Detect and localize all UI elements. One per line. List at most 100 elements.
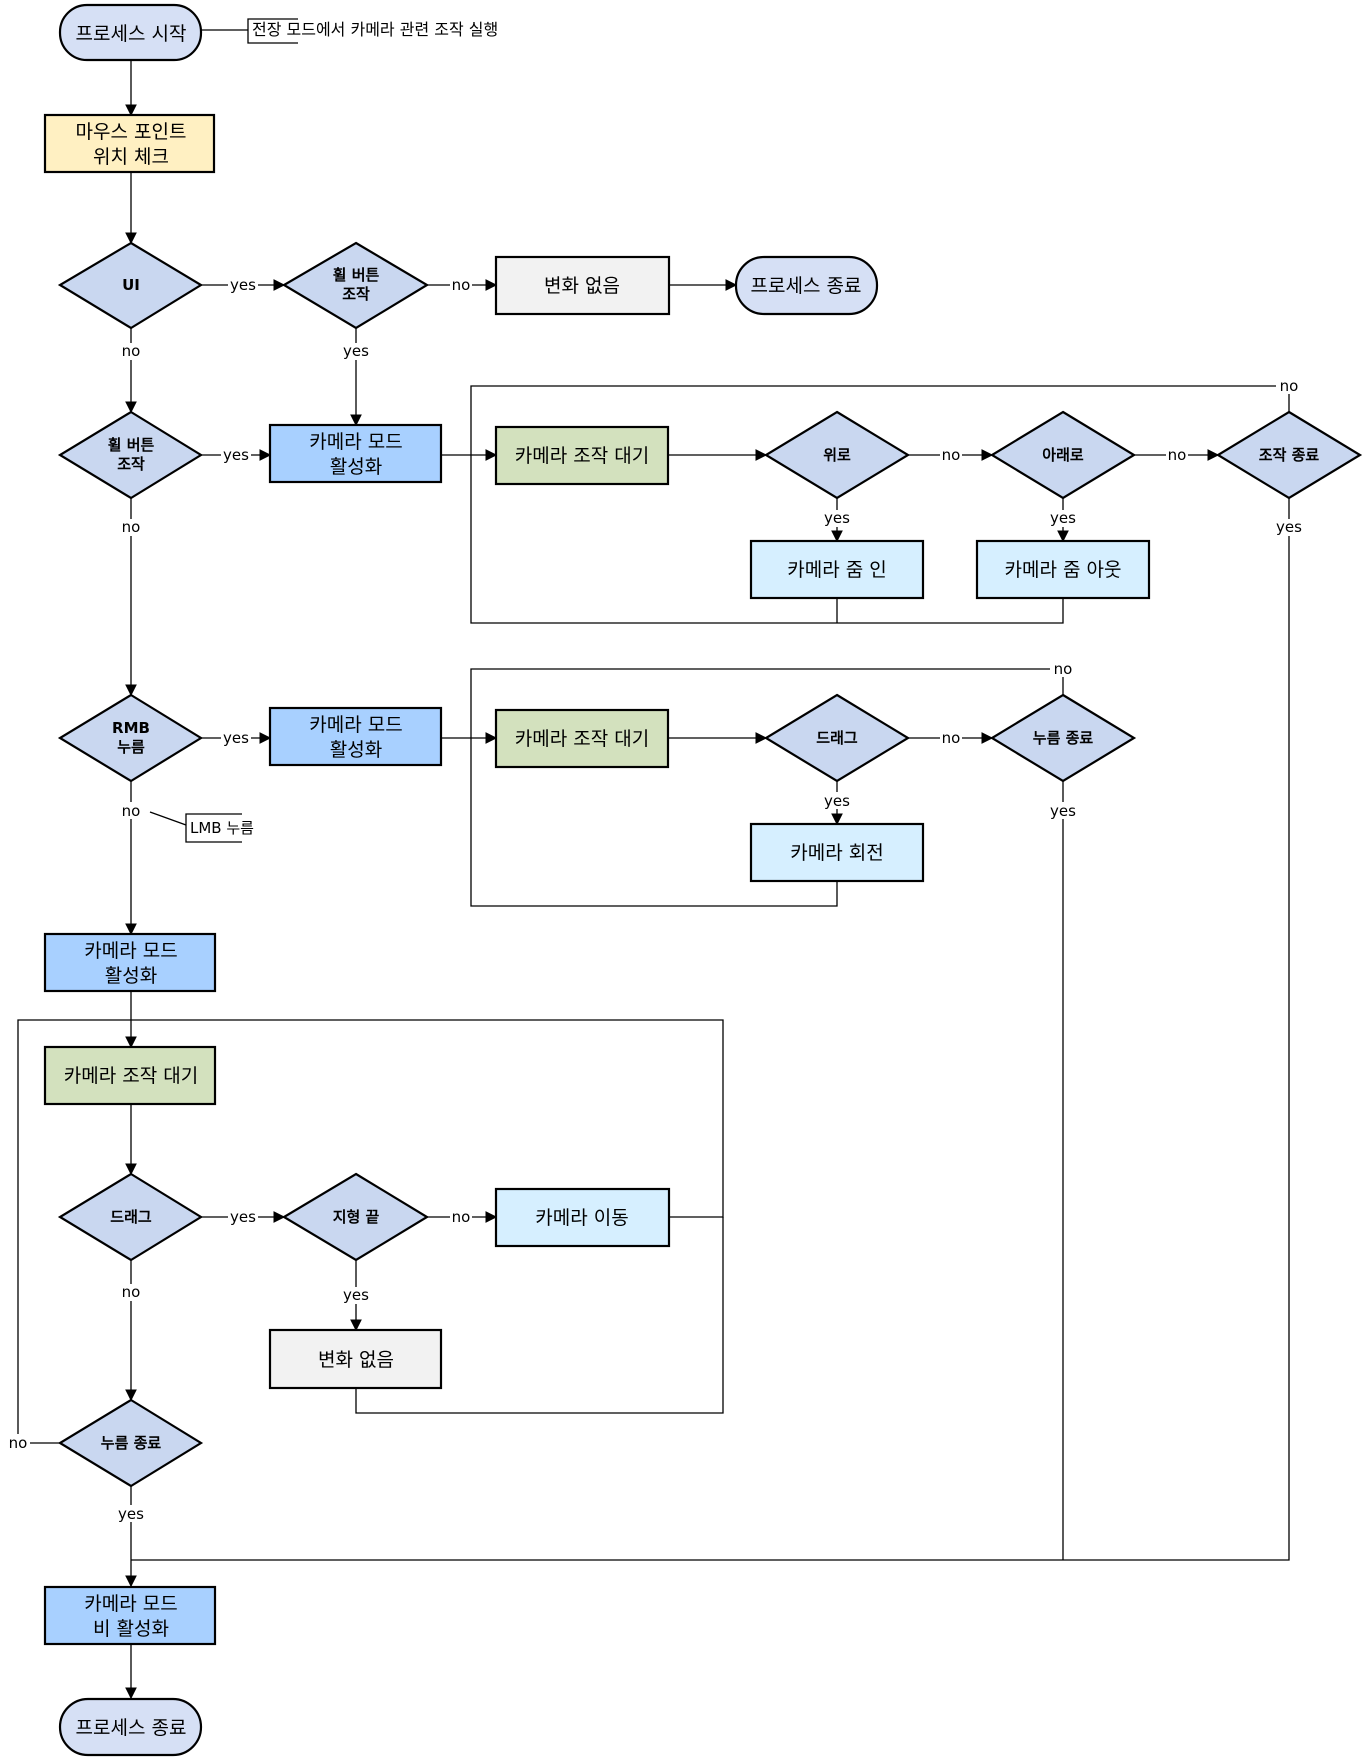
decision-drag-2: 드래그 xyxy=(57,1172,204,1262)
label-up-yes: yes xyxy=(824,509,850,527)
lmb-note-connector xyxy=(149,811,187,826)
label-wheelui-yes: yes xyxy=(343,342,369,360)
label-wheel-yes: yes xyxy=(223,446,249,464)
camera-mode-box-2: 카메라 모드 활성화 xyxy=(268,706,443,767)
no-change-box-2: 변화 없음 xyxy=(268,1328,443,1390)
zoom-in-label: 카메라 줌 인 xyxy=(787,559,886,581)
decision-rmb-line1: RMB xyxy=(112,719,150,737)
label-wheel-no: no xyxy=(122,518,141,536)
decision-terrain-label: 지형 끝 xyxy=(333,1208,380,1226)
mouse-check-line2: 위치 체크 xyxy=(93,146,169,168)
decision-ui: UI xyxy=(57,241,204,330)
end-terminal-2: 프로세스 종료 xyxy=(58,1697,203,1757)
label-drag2-yes: yes xyxy=(230,1208,256,1226)
decision-up-label: 위로 xyxy=(823,446,851,464)
label-down-no: no xyxy=(1168,446,1187,464)
camera-mode-1-line2: 활성화 xyxy=(330,456,382,478)
camera-mode-3-line1: 카메라 모드 xyxy=(84,940,177,962)
wait-box-2: 카메라 조작 대기 xyxy=(494,708,670,769)
mouse-check-box: 마우스 포인트 위치 체크 xyxy=(43,113,216,174)
decision-rmb: RMB 누름 xyxy=(57,693,204,783)
lmb-note-bracket xyxy=(185,813,242,843)
no-change-2-label: 변화 없음 xyxy=(318,1349,394,1371)
wait-2-label: 카메라 조작 대기 xyxy=(515,728,649,750)
decision-drag-1: 드래그 xyxy=(763,693,911,783)
camera-mode-off-line1: 카메라 모드 xyxy=(84,1593,177,1615)
label-pressend1-yes: yes xyxy=(1050,802,1076,820)
camera-move-box: 카메라 이동 xyxy=(494,1187,671,1248)
label-pressend1-no: no xyxy=(1054,660,1073,678)
zoom-out-box: 카메라 줌 아웃 xyxy=(975,539,1151,600)
wait-box-3: 카메라 조작 대기 xyxy=(43,1045,217,1106)
label-drag1-yes: yes xyxy=(824,792,850,810)
camera-mode-2-line2: 활성화 xyxy=(330,739,382,761)
label-opend-yes: yes xyxy=(1276,518,1302,536)
decision-drag-2-label: 드래그 xyxy=(110,1208,152,1226)
label-drag2-no: no xyxy=(122,1283,141,1301)
label-rmb-yes: yes xyxy=(223,729,249,747)
decision-press-end-1-label: 누름 종료 xyxy=(1033,729,1094,747)
decision-op-end-label: 조작 종료 xyxy=(1259,446,1320,464)
decision-press-end-1: 누름 종료 xyxy=(989,693,1137,783)
decision-wheel-ui: 휠 버튼 조작 xyxy=(281,241,430,330)
label-rmb-no: no xyxy=(122,802,141,820)
edge-opend-yes xyxy=(131,498,1290,1561)
camera-mode-1-line1: 카메라 모드 xyxy=(309,431,402,453)
label-ui-no: no xyxy=(122,342,141,360)
lmb-note: LMB 누름 xyxy=(190,819,254,837)
mouse-check-line1: 마우스 포인트 xyxy=(76,121,187,143)
no-change-1-label: 변화 없음 xyxy=(544,275,620,297)
label-ui-yes: yes xyxy=(230,276,256,294)
wait-3-label: 카메라 조작 대기 xyxy=(64,1065,198,1087)
decision-wheel-ui-line2: 조작 xyxy=(342,285,370,303)
decision-down-label: 아래로 xyxy=(1042,446,1084,464)
decision-wheel-line1: 휠 버튼 xyxy=(108,436,155,454)
camera-mode-off-line2: 비 활성화 xyxy=(93,1618,169,1640)
camera-mode-3-line2: 활성화 xyxy=(105,965,157,987)
decision-op-end: 조작 종료 xyxy=(1215,410,1363,500)
edge-cammove-loop xyxy=(131,1019,724,1218)
decision-drag-1-label: 드래그 xyxy=(816,729,858,747)
camera-rotate-label: 카메라 회전 xyxy=(790,842,883,864)
decision-wheel-line2: 조작 xyxy=(117,455,145,473)
start-label: 프로세스 시작 xyxy=(76,23,187,45)
end-1-label: 프로세스 종료 xyxy=(751,275,862,297)
camera-rotate-box: 카메라 회전 xyxy=(749,822,925,883)
camera-move-label: 카메라 이동 xyxy=(535,1207,628,1229)
camera-mode-box-3: 카메라 모드 활성화 xyxy=(43,932,217,993)
label-terrain-yes: yes xyxy=(343,1286,369,1304)
start-terminal: 프로세스 시작 xyxy=(58,3,203,62)
decision-press-end-2-label: 누름 종료 xyxy=(101,1434,162,1452)
camera-mode-2-line1: 카메라 모드 xyxy=(309,714,402,736)
wait-box-1: 카메라 조작 대기 xyxy=(494,425,670,486)
edge-labels: yes no yes no yes no no yes yes no yes n… xyxy=(6,276,1305,1523)
label-drag1-no: no xyxy=(942,729,961,747)
note-bracket xyxy=(247,18,298,44)
decision-down: 아래로 xyxy=(989,410,1137,500)
decision-wheel: 휠 버튼 조작 xyxy=(57,410,204,500)
decision-wheel-ui-line1: 휠 버튼 xyxy=(333,266,380,284)
camera-mode-box-1: 카메라 모드 활성화 xyxy=(268,423,443,484)
label-down-yes: yes xyxy=(1050,509,1076,527)
decision-terrain: 지형 끝 xyxy=(281,1172,430,1262)
end-terminal-1: 프로세스 종료 xyxy=(734,255,879,316)
label-opend-no: no xyxy=(1280,377,1299,395)
decision-up: 위로 xyxy=(763,410,911,500)
end-2-label: 프로세스 종료 xyxy=(76,1717,187,1739)
decision-rmb-line2: 누름 xyxy=(117,738,145,756)
decision-ui-label: UI xyxy=(122,276,140,294)
camera-mode-off-box: 카메라 모드 비 활성화 xyxy=(43,1585,217,1646)
start-note: 전장 모드에서 카메라 관련 조작 실행 xyxy=(252,20,498,39)
label-pressend2-no: no xyxy=(9,1434,28,1452)
edge-nochange2-loop xyxy=(355,1217,724,1414)
label-up-no: no xyxy=(942,446,961,464)
wait-1-label: 카메라 조작 대기 xyxy=(515,445,649,467)
zoom-in-box: 카메라 줌 인 xyxy=(749,539,925,600)
label-terrain-no: no xyxy=(452,1208,471,1226)
edge-pressend2-no-loop xyxy=(17,1019,131,1444)
label-pressend2-yes: yes xyxy=(118,1505,144,1523)
zoom-out-label: 카메라 줌 아웃 xyxy=(1005,559,1122,581)
decision-press-end-2: 누름 종료 xyxy=(57,1398,204,1488)
no-change-box-1: 변화 없음 xyxy=(494,255,671,316)
